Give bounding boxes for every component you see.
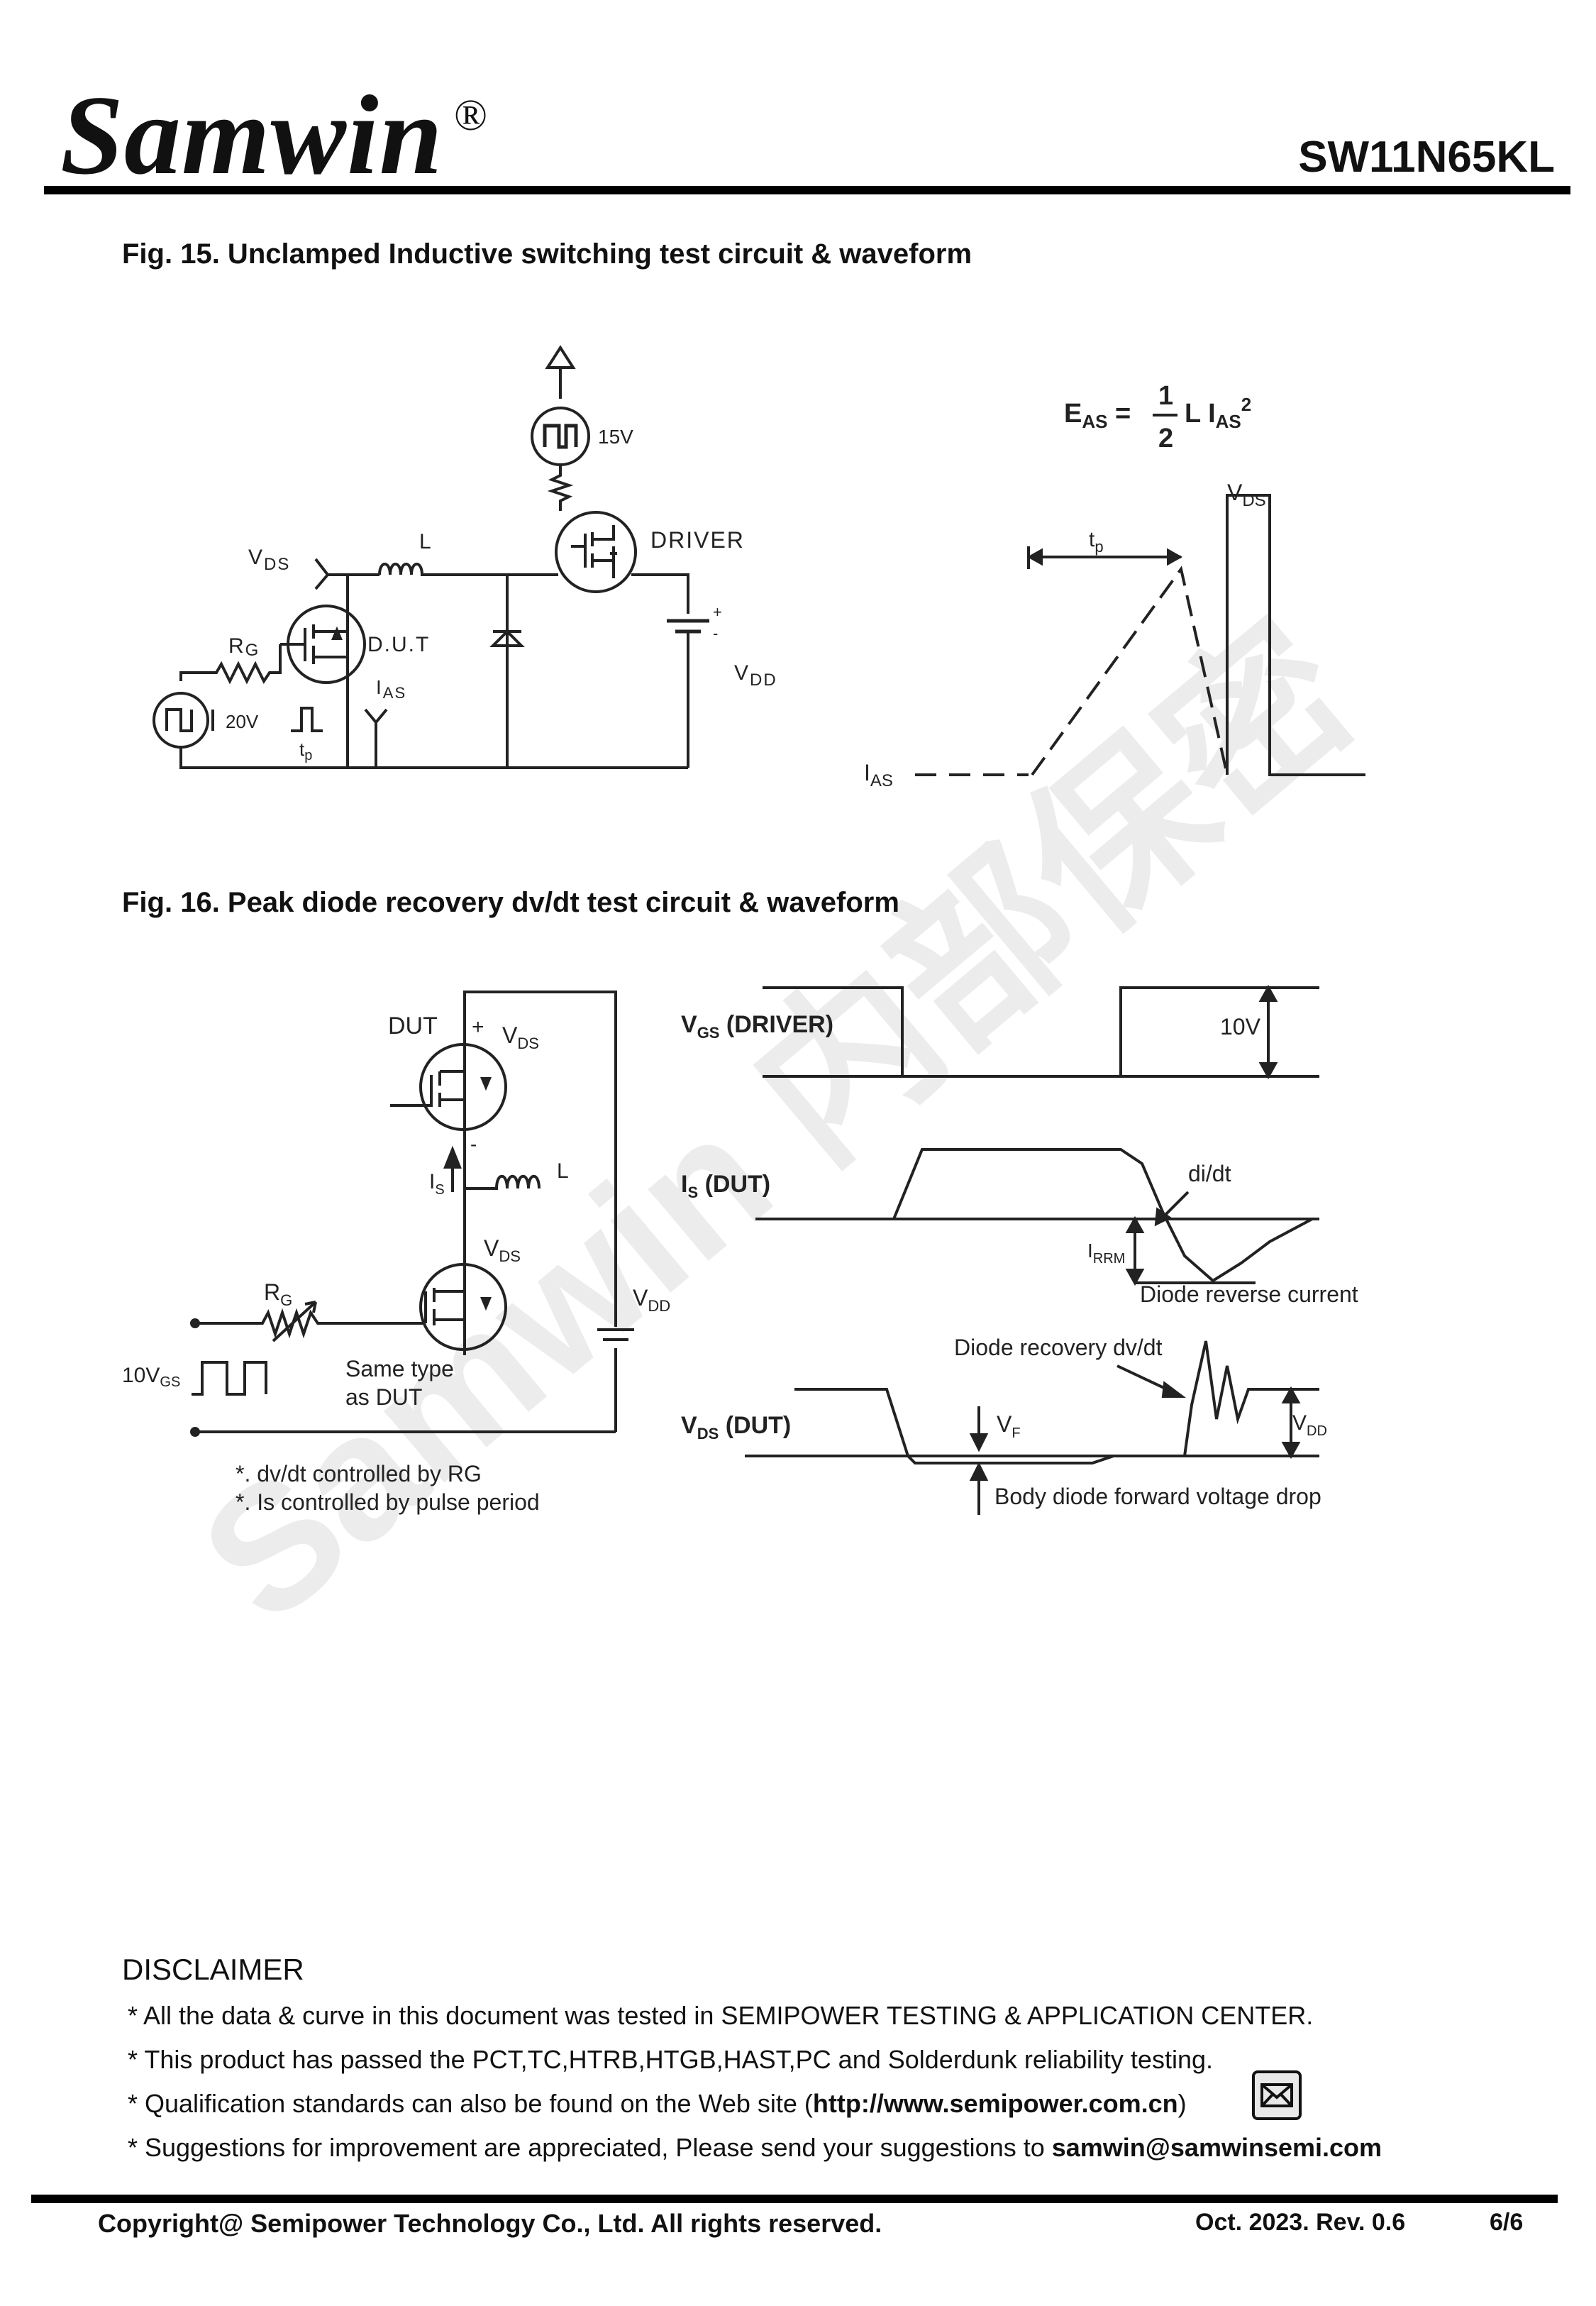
disclaimer-line-1: * All the data & curve in this document …	[128, 2001, 1314, 2030]
svg-text:RG: RG	[264, 1279, 292, 1309]
eas-formula: EAS =	[1064, 399, 1131, 432]
inductor	[378, 563, 436, 576]
vds-pulse	[1226, 494, 1365, 776]
svg-text:20V: 20V	[226, 711, 259, 732]
disclaimer-line-3: * Qualification standards can also be fo…	[128, 2089, 1187, 2118]
svg-text:*. Is controlled by pulse peri: *. Is controlled by pulse period	[235, 1489, 540, 1515]
svg-text:-: -	[470, 1133, 477, 1155]
copyright: Copyright@ Semipower Technology Co., Ltd…	[98, 2209, 882, 2238]
website-link[interactable]: http://www.semipower.com.cn	[812, 2089, 1178, 2118]
svg-text:Diode recovery dv/dt: Diode recovery dv/dt	[954, 1335, 1163, 1360]
svg-text:2: 2	[1158, 424, 1173, 453]
svg-text:VGS (DRIVER): VGS (DRIVER)	[681, 1011, 833, 1042]
label-dut: D.U.T	[367, 633, 430, 656]
ias-ramp	[1031, 566, 1229, 776]
svg-text:L: L	[557, 1159, 569, 1183]
svg-text:Same type: Same type	[345, 1356, 454, 1381]
svg-text:L: L	[419, 530, 431, 553]
svg-text:10VGS: 10VGS	[122, 1364, 180, 1390]
svg-text:+: +	[472, 1015, 484, 1039]
svg-text:IAS: IAS	[864, 760, 893, 790]
svg-text:-: -	[713, 624, 718, 642]
svg-text:as DUT: as DUT	[345, 1384, 422, 1410]
driver-mosfet	[555, 511, 637, 593]
svg-text:VDS: VDS	[502, 1022, 539, 1052]
svg-text:IRRM: IRRM	[1087, 1240, 1125, 1267]
svg-text:VDD: VDD	[633, 1285, 670, 1315]
svg-text:IS (DUT): IS (DUT)	[681, 1171, 770, 1201]
header-rule	[44, 186, 1570, 194]
svg-text:IAS: IAS	[376, 676, 406, 702]
registered-mark: ®	[454, 92, 488, 140]
svg-text:VF: VF	[997, 1411, 1021, 1441]
email-link[interactable]: samwin@samwinsemi.com	[1051, 2133, 1382, 2162]
label-driver: DRIVER	[650, 527, 745, 553]
fig15-circuit: 15V DRIVER + - VDD L VDS D.U.T RG 20V tp…	[153, 345, 777, 769]
brand-logo: Samwin	[60, 72, 443, 198]
fig15-waveform: EAS = 1 2 L IAS2 VDS IAS tp	[864, 381, 1365, 790]
svg-text:tp: tp	[299, 739, 312, 763]
vgs-trace	[763, 986, 1319, 1078]
svg-text:di/dt: di/dt	[1188, 1161, 1231, 1186]
svg-text:1: 1	[1158, 381, 1173, 411]
vds-trace	[794, 1340, 1319, 1464]
svg-text:VDD: VDD	[1292, 1411, 1327, 1439]
disclaimer-title: DISCLAIMER	[122, 1953, 304, 1986]
is-trace	[892, 1148, 1313, 1283]
fig16-title: Fig. 16. Peak diode recovery dv/dt test …	[122, 887, 899, 918]
svg-text:Body diode forward voltage dro: Body diode forward voltage drop	[994, 1484, 1321, 1509]
freewheel-diode	[489, 629, 525, 647]
svg-text:VDS: VDS	[484, 1235, 521, 1265]
svg-text:*. dv/dt controlled by RG: *. dv/dt controlled by RG	[235, 1461, 482, 1486]
page-number: 6/6	[1490, 2209, 1524, 2236]
label-15v: 15V	[598, 426, 633, 448]
svg-text:RG: RG	[228, 634, 260, 660]
svg-text:VDS (DUT): VDS (DUT)	[681, 1412, 791, 1442]
part-number: SW11N65KL	[1298, 133, 1555, 182]
svg-text:VDD: VDD	[734, 661, 777, 690]
svg-text:tp: tp	[1089, 528, 1104, 556]
fig15-title: Fig. 15. Unclamped Inductive switching t…	[122, 238, 972, 270]
date-rev: Oct. 2023. Rev. 0.6	[1195, 2209, 1406, 2236]
disclaimer-line-2: * This product has passed the PCT,TC,HTR…	[128, 2045, 1213, 2074]
fig16-waveform: VGS (DRIVER) 10V IS (DUT) di/dt IRRM Dio…	[681, 984, 1358, 1515]
mail-icon[interactable]	[1252, 2070, 1302, 2120]
svg-text:IS: IS	[429, 1170, 445, 1198]
footer-rule	[31, 2195, 1558, 2203]
svg-text:L IAS2: L IAS2	[1185, 394, 1251, 432]
disclaimer-line-4: * Suggestions for improvement are apprec…	[128, 2133, 1382, 2162]
svg-text:Diode reverse current: Diode reverse current	[1140, 1281, 1358, 1307]
svg-text:VDS: VDS	[248, 546, 290, 574]
svg-text:+: +	[713, 603, 722, 621]
svg-text:10V: 10V	[1220, 1014, 1261, 1039]
svg-text:DUT: DUT	[388, 1013, 438, 1039]
fig16-circuit: DUT + VDS - IS L VDS VDD RG 10VGS Same t…	[122, 991, 670, 1515]
